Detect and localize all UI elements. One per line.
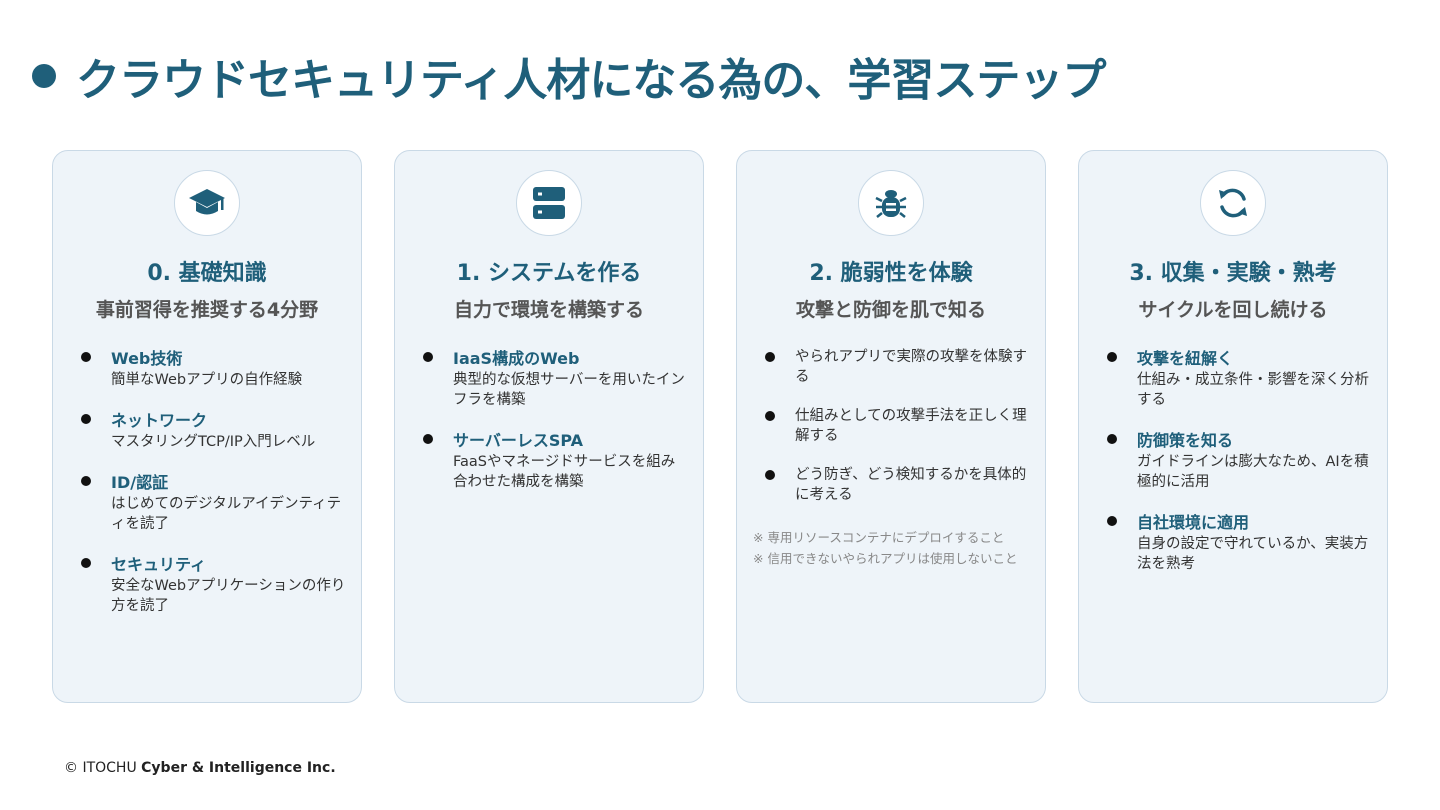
item-text: 仕組みとしての攻撃手法を正しく理解する — [795, 408, 1027, 444]
bullet-dot — [81, 352, 91, 362]
list-item: ネットワーク マスタリングTCP/IP入門レベル — [79, 409, 347, 452]
title-bullet-dot — [32, 64, 56, 88]
step-card-vulnerability: 2. 脆弱性を体験 攻撃と防御を肌で知る やられアプリで実際の攻撃を体験する 仕… — [736, 150, 1046, 703]
item-heading: 防御策を知る — [1137, 431, 1234, 450]
list-item: 防御策を知る ガイドラインは膨大なため、AIを積極的に活用 — [1105, 429, 1373, 492]
footer-prefix: © ITOCHU — [64, 760, 137, 776]
item-heading: サーバーレスSPA — [453, 431, 584, 450]
bullet-dot — [765, 470, 775, 480]
list-item: やられアプリで実際の攻撃を体験する — [763, 347, 1031, 387]
card-subtitle: 事前習得を推奨する4分野 — [95, 299, 319, 321]
step-card-build-system: 1. システムを作る 自力で環境を構築する IaaS構成のWeb 典型的な仮想サ… — [394, 150, 704, 703]
bullet-dot — [765, 352, 775, 362]
card-notes: ※ 専用リソースコンテナにデプロイすること ※ 信用できないやられアプリは使用し… — [753, 527, 1035, 569]
item-heading: ID/認証 — [111, 473, 169, 492]
item-text: ガイドラインは膨大なため、AIを積極的に活用 — [1137, 454, 1369, 490]
item-text: FaaSやマネージドサービスを組み合わせた構成を構築 — [453, 454, 676, 490]
item-text: はじめてのデジタルアイデンティティを読了 — [111, 496, 342, 532]
item-heading: セキュリティ — [111, 555, 207, 574]
list-item: セキュリティ 安全なWebアプリケーションの作り方を読了 — [79, 553, 347, 616]
card-title: 0. 基礎知識 — [147, 261, 267, 286]
bullet-dot — [765, 411, 775, 421]
card-subtitle: サイクルを回し続ける — [1138, 299, 1328, 321]
list-item: Web技術 簡単なWebアプリの自作経験 — [79, 347, 347, 390]
card-item-list: 攻撃を紐解く 仕組み・成立条件・影響を深く分析する 防御策を知る ガイドラインは… — [1105, 347, 1373, 593]
refresh-cycle-icon — [1200, 170, 1266, 236]
card-title: 2. 脆弱性を体験 — [809, 261, 973, 286]
card-item-list: やられアプリで実際の攻撃を体験する 仕組みとしての攻撃手法を正しく理解する どう… — [763, 347, 1031, 524]
note-line: ※ 信用できないやられアプリは使用しないこと — [753, 551, 1018, 566]
bullet-dot — [1107, 434, 1117, 444]
bullet-dot — [1107, 352, 1117, 362]
item-heading: Web技術 — [111, 349, 183, 368]
copyright-footer: © ITOCHU Cyber & Intelligence Inc. — [64, 760, 336, 776]
item-text: マスタリングTCP/IP入門レベル — [111, 434, 316, 450]
server-icon — [516, 170, 582, 236]
bullet-dot — [423, 434, 433, 444]
note-line: ※ 専用リソースコンテナにデプロイすること — [753, 530, 1005, 545]
list-item: 仕組みとしての攻撃手法を正しく理解する — [763, 406, 1031, 446]
item-text: 簡単なWebアプリの自作経験 — [111, 372, 303, 388]
list-item: IaaS構成のWeb 典型的な仮想サーバーを用いたインフラを構築 — [421, 347, 689, 410]
item-heading: IaaS構成のWeb — [453, 349, 580, 368]
card-title: 1. システムを作る — [456, 261, 642, 286]
item-text: 自身の設定で守れているか、実装方法を熟考 — [1137, 536, 1369, 572]
list-item: ID/認証 はじめてのデジタルアイデンティティを読了 — [79, 471, 347, 534]
footer-company: Cyber & Intelligence Inc. — [141, 760, 336, 776]
slide-title-row: クラウドセキュリティ人材になる為の、学習ステップ — [32, 44, 1106, 108]
card-item-list: IaaS構成のWeb 典型的な仮想サーバーを用いたインフラを構築 サーバーレスS… — [421, 347, 689, 511]
bullet-dot — [1107, 516, 1117, 526]
item-text: 典型的な仮想サーバーを用いたインフラを構築 — [453, 372, 685, 408]
item-text: やられアプリで実際の攻撃を体験する — [795, 349, 1027, 385]
bullet-dot — [81, 558, 91, 568]
bug-icon — [858, 170, 924, 236]
bullet-dot — [81, 414, 91, 424]
item-text: 安全なWebアプリケーションの作り方を読了 — [111, 578, 346, 614]
graduation-cap-icon — [174, 170, 240, 236]
slide-title: クラウドセキュリティ人材になる為の、学習ステップ — [76, 55, 1106, 106]
card-subtitle: 自力で環境を構築する — [453, 299, 644, 321]
list-item: 自社環境に適用 自身の設定で守れているか、実装方法を熟考 — [1105, 511, 1373, 574]
bullet-dot — [81, 476, 91, 486]
card-subtitle: 攻撃と防御を肌で知る — [795, 299, 986, 321]
item-text: 仕組み・成立条件・影響を深く分析する — [1137, 372, 1369, 408]
list-item: どう防ぎ、どう検知するかを具体的に考える — [763, 465, 1031, 505]
list-item: 攻撃を紐解く 仕組み・成立条件・影響を深く分析する — [1105, 347, 1373, 410]
item-text: どう防ぎ、どう検知するかを具体的に考える — [795, 467, 1027, 503]
bullet-dot — [423, 352, 433, 362]
item-heading: 攻撃を紐解く — [1137, 349, 1234, 368]
step-card-cycle: 3. 収集・実験・熟考 サイクルを回し続ける 攻撃を紐解く 仕組み・成立条件・影… — [1078, 150, 1388, 703]
card-item-list: Web技術 簡単なWebアプリの自作経験 ネットワーク マスタリングTCP/IP… — [79, 347, 347, 635]
card-title: 3. 収集・実験・熟考 — [1129, 261, 1337, 286]
item-heading: 自社環境に適用 — [1137, 513, 1250, 532]
step-card-basics: 0. 基礎知識 事前習得を推奨する4分野 Web技術 簡単なWebアプリの自作経… — [52, 150, 362, 703]
list-item: サーバーレスSPA FaaSやマネージドサービスを組み合わせた構成を構築 — [421, 429, 689, 492]
item-heading: ネットワーク — [111, 411, 208, 430]
